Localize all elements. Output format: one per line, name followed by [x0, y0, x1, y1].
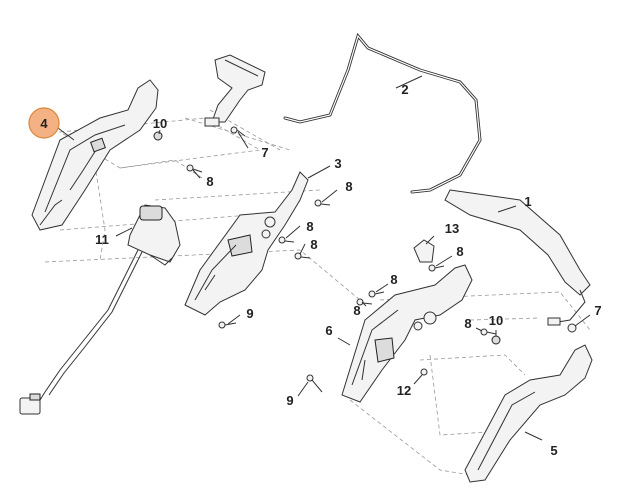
callout-4-highlight[interactable]: [28, 107, 60, 139]
part-6-lower-left-cover[interactable]: [341, 264, 473, 403]
part-13-clip[interactable]: [413, 239, 435, 263]
callout-11: 11: [95, 232, 109, 247]
callout-10-upper: 10: [153, 116, 167, 131]
callout-8-c: 8: [306, 219, 313, 234]
callout-1: 1: [524, 194, 531, 209]
part-4-left-handle-cover[interactable]: [31, 79, 159, 231]
callout-6: 6: [325, 323, 332, 338]
callout-2: 2: [401, 82, 408, 97]
callout-9-upper: 9: [246, 306, 253, 321]
callout-8-g: 8: [353, 303, 360, 318]
callout-8-b: 8: [345, 179, 352, 194]
callout-8-h: 8: [464, 316, 471, 331]
part-5-lower-right-cover[interactable]: [464, 344, 593, 483]
callout-7-upper: 7: [261, 145, 268, 160]
callout-8-a: 8: [206, 174, 213, 189]
part-1-lower-handle-bar[interactable]: [444, 189, 591, 326]
fasteners: [153, 126, 577, 393]
callout-7-lower: 7: [594, 303, 601, 318]
callout-10-lower: 10: [489, 313, 503, 328]
part-11-switch-box-cable[interactable]: [19, 204, 181, 415]
callout-8-d: 8: [310, 237, 317, 252]
callout-labels: 4 10 7 2 3 8 8 8 8 11 9 1 13 8 8 8 8 7 6…: [40, 82, 601, 458]
callout-5: 5: [550, 443, 557, 458]
callout-4: 4: [40, 116, 48, 131]
leader-lines: [57, 75, 591, 441]
callout-3: 3: [334, 156, 341, 171]
callout-9-lower: 9: [286, 393, 293, 408]
handle-bar-upper-stub: [204, 54, 266, 127]
callout-13: 13: [445, 221, 459, 236]
part-3-lower-bracket-cover[interactable]: [184, 171, 309, 316]
callout-12: 12: [397, 383, 411, 398]
part-2-bail-rod[interactable]: [283, 32, 482, 194]
callout-8-f: 8: [390, 272, 397, 287]
callout-8-e: 8: [456, 244, 463, 259]
